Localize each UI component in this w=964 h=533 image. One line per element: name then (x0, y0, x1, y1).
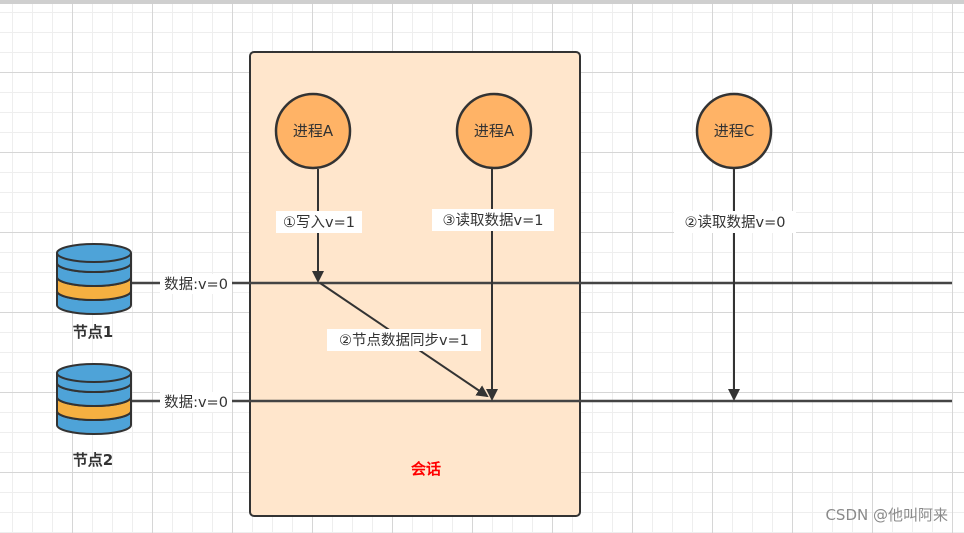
process-a-reader: 进程A (455, 92, 533, 170)
watermark: CSDN @他叫阿来 (825, 506, 948, 524)
node1-title: 节点1 (73, 323, 113, 341)
process-c-label: 进程C (714, 122, 754, 140)
process-a-writer: 进程A (274, 92, 352, 170)
sync-step-label: ②节点数据同步v=1 (339, 332, 469, 349)
session-label: 会话 (411, 460, 441, 478)
process-a-reader-label: 进程A (474, 122, 515, 140)
process-a-writer-label: 进程A (293, 122, 334, 140)
node1-data-label: 数据:v=0 (164, 276, 228, 293)
database-icon (56, 243, 132, 315)
database-icon (56, 363, 132, 435)
read-c-step-label: ②读取数据v=0 (685, 214, 786, 231)
top-border (0, 0, 964, 4)
node2-title: 节点2 (73, 451, 113, 469)
read-a-step-label: ③读取数据v=1 (443, 212, 544, 229)
process-c: 进程C (695, 92, 773, 170)
node2-data-label: 数据:v=0 (164, 394, 228, 411)
write-step-label: ①写入v=1 (283, 215, 355, 231)
